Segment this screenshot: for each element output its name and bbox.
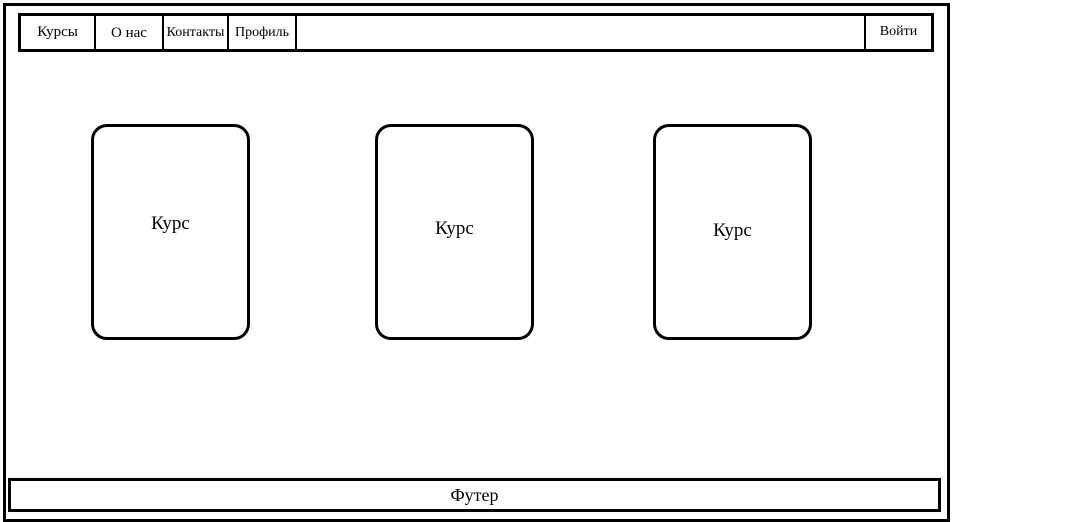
nav-item-label: О нас xyxy=(111,25,147,41)
login-button-label: Войти xyxy=(879,24,918,39)
course-card[interactable]: Курс xyxy=(91,124,250,340)
course-card-label: Курс xyxy=(435,218,474,239)
footer-label: Футер xyxy=(450,484,499,505)
top-navbar: Курсы О нас Контакты Профиль Войти xyxy=(18,13,934,52)
nav-item-about[interactable]: О нас xyxy=(96,16,164,49)
course-card[interactable]: Курс xyxy=(375,124,534,340)
nav-item-label: Курсы xyxy=(37,24,78,40)
nav-item-profile[interactable]: Профиль xyxy=(229,16,297,49)
login-button[interactable]: Войти xyxy=(864,16,931,49)
nav-item-contacts[interactable]: Контакты xyxy=(164,16,229,49)
page-frame xyxy=(3,3,950,522)
course-card-label: Курс xyxy=(713,220,752,241)
nav-item-label: Профиль xyxy=(234,24,290,40)
course-card-label: Курс xyxy=(151,213,190,234)
footer: Футер xyxy=(8,478,941,512)
nav-item-label: Контакты xyxy=(166,24,225,40)
course-card[interactable]: Курс xyxy=(653,124,812,340)
nav-item-courses[interactable]: Курсы xyxy=(21,16,96,49)
